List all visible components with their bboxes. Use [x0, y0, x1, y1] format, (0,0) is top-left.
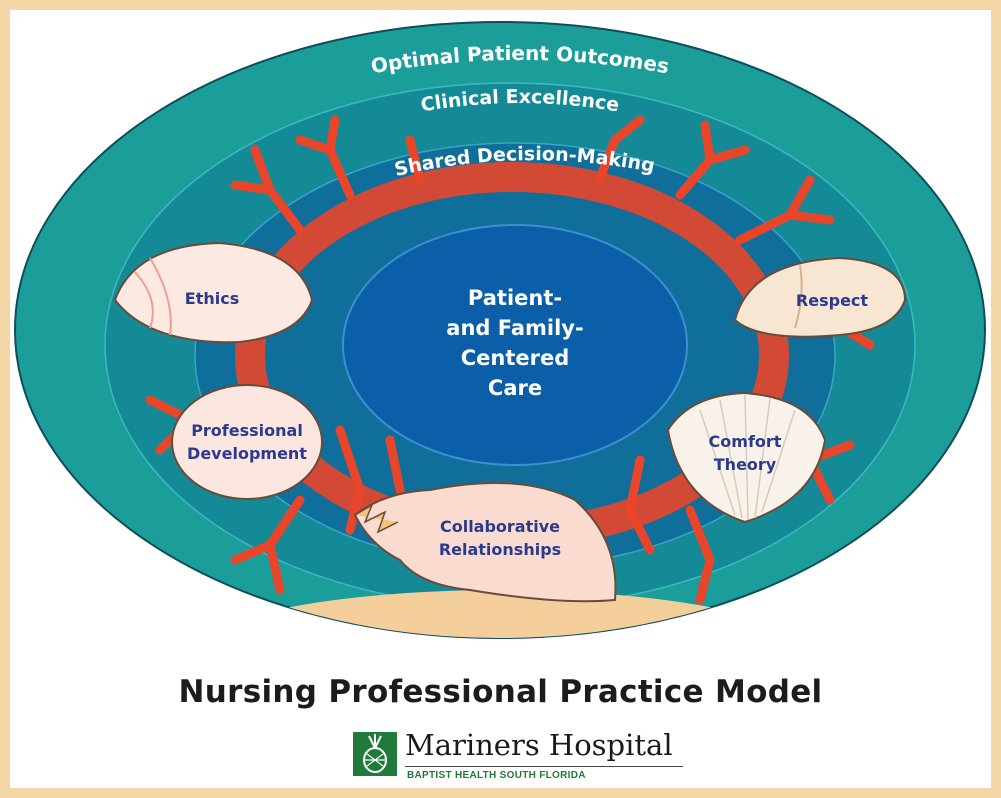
- scallop-rib: [699, 394, 796, 521]
- logo-divider: [405, 766, 683, 767]
- ethics-label: Ethics: [185, 289, 239, 308]
- ethics-shell-ridge-2: [134, 271, 154, 329]
- collaborative-relationships-line-1: Collaborative: [440, 517, 560, 536]
- sand-dollar-icon: [171, 384, 323, 500]
- center-line-4: Care: [488, 376, 542, 400]
- comfort-theory-line-1: Comfort: [709, 432, 782, 451]
- pineapple-logo-icon: [353, 732, 397, 776]
- practice-model-diagram: Optimal Patient Outcomes Clinical Excell…: [14, 21, 986, 639]
- ethics-shell-ridge: [149, 257, 172, 336]
- respect-shell-icon: [733, 256, 907, 338]
- center-core: [342, 224, 688, 466]
- shell-professional-development: Professional Development: [171, 384, 323, 500]
- center-line-1: Patient-: [468, 286, 562, 310]
- shell-respect: Respect: [733, 256, 907, 338]
- ethics-shell-icon: [113, 241, 314, 344]
- conch-shell-icon: [353, 481, 617, 603]
- hospital-logo: Mariners Hospital BAPTIST HEALTH SOUTH F…: [353, 728, 683, 786]
- hospital-subtitle: BAPTIST HEALTH SOUTH FLORIDA: [407, 770, 586, 781]
- poster-title: Nursing Professional Practice Model: [178, 674, 823, 710]
- center-line-2: and Family-: [446, 316, 583, 340]
- collaborative-relationships-line-2: Relationships: [439, 540, 561, 559]
- center-label: Patient- and Family- Centered Care: [446, 286, 583, 400]
- conch-spire: [354, 503, 399, 534]
- hospital-name: Mariners Hospital: [405, 728, 673, 762]
- shell-comfort-theory: Comfort Theory: [666, 391, 827, 524]
- professional-development-line-2: Development: [187, 444, 307, 463]
- professional-development-line-1: Professional: [191, 421, 303, 440]
- shell-collaborative-relationships: Collaborative Relationships: [353, 481, 617, 603]
- comfort-theory-line-2: Theory: [714, 455, 777, 474]
- pineapple-icon: [363, 734, 387, 773]
- center-line-3: Centered: [461, 346, 570, 370]
- shell-ethics: Ethics: [113, 241, 314, 344]
- respect-shell-ridge: [794, 264, 803, 329]
- respect-label: Respect: [796, 291, 868, 310]
